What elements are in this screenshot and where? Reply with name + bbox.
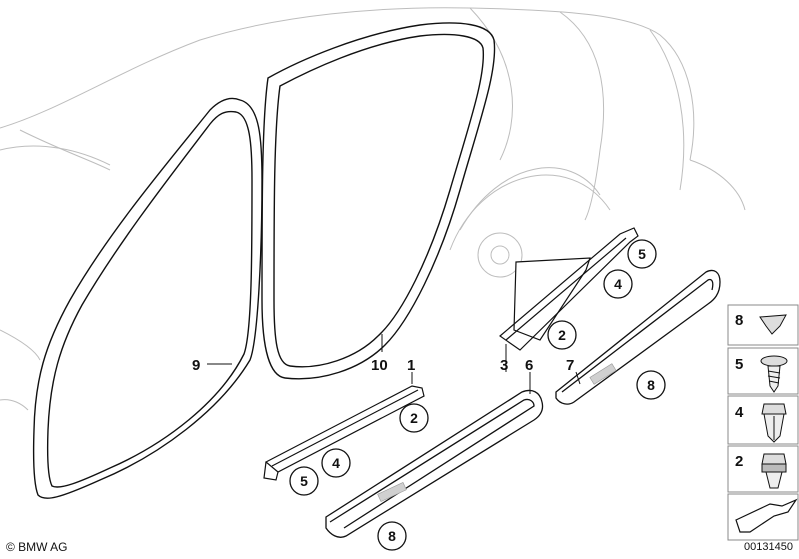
callout-4-trim: 4 xyxy=(603,269,633,299)
svg-text:2: 2 xyxy=(410,410,418,426)
callout-2-trim: 2 xyxy=(547,320,577,350)
svg-text:4: 4 xyxy=(735,404,744,421)
callout-8-sill-6: 8 xyxy=(377,521,407,551)
callout-2-sill: 2 xyxy=(399,403,429,433)
sidebar-item-8: 8 xyxy=(727,304,799,346)
sidebar-item-4: 4 xyxy=(727,395,799,445)
label-7: 7 xyxy=(566,357,574,374)
sill-plate-6 xyxy=(325,389,544,538)
svg-text:4: 4 xyxy=(614,276,622,292)
svg-text:5: 5 xyxy=(300,473,308,489)
svg-text:2: 2 xyxy=(735,453,743,470)
svg-text:8: 8 xyxy=(647,377,655,393)
expanding-nut-icon xyxy=(761,403,787,443)
callout-8-sill-7: 8 xyxy=(636,370,666,400)
svg-text:5: 5 xyxy=(638,246,646,262)
sill-strip-1 xyxy=(263,385,425,481)
sill-plate-7 xyxy=(555,269,721,405)
sidebar-item-2: 2 xyxy=(727,445,799,493)
svg-text:2: 2 xyxy=(558,327,566,343)
trim-panel-3 xyxy=(499,227,639,351)
copyright-notice: © BMW AG xyxy=(6,540,68,554)
label-9: 9 xyxy=(192,357,200,374)
callout-4-sill: 4 xyxy=(321,448,351,478)
car-body-outline xyxy=(0,7,746,411)
push-clip-icon xyxy=(761,453,787,489)
screw-icon xyxy=(760,355,788,393)
svg-text:4: 4 xyxy=(332,455,340,471)
door-seal-front xyxy=(32,97,263,499)
part-labels xyxy=(207,334,581,394)
label-10: 10 xyxy=(371,357,388,374)
svg-text:8: 8 xyxy=(388,528,396,544)
label-3: 3 xyxy=(500,357,508,374)
diagram-number: 00131450 xyxy=(744,541,793,553)
clip-icon xyxy=(759,314,787,335)
sidebar-item-arrow xyxy=(727,493,799,541)
sidebar-item-5: 5 xyxy=(727,347,799,395)
label-6: 6 xyxy=(525,357,533,374)
svg-text:5: 5 xyxy=(735,356,743,373)
door-seal-rear xyxy=(261,22,496,380)
direction-arrow-icon xyxy=(735,498,798,533)
label-1: 1 xyxy=(407,357,415,374)
callout-circles: 2 4 5 8 8 5 4 2 xyxy=(289,239,666,551)
callout-5-trim: 5 xyxy=(627,239,657,269)
svg-text:8: 8 xyxy=(735,312,743,329)
parts-sidebar: 8 5 4 2 xyxy=(727,304,799,541)
leader-7 xyxy=(575,371,581,385)
callout-5-sill: 5 xyxy=(289,466,319,496)
